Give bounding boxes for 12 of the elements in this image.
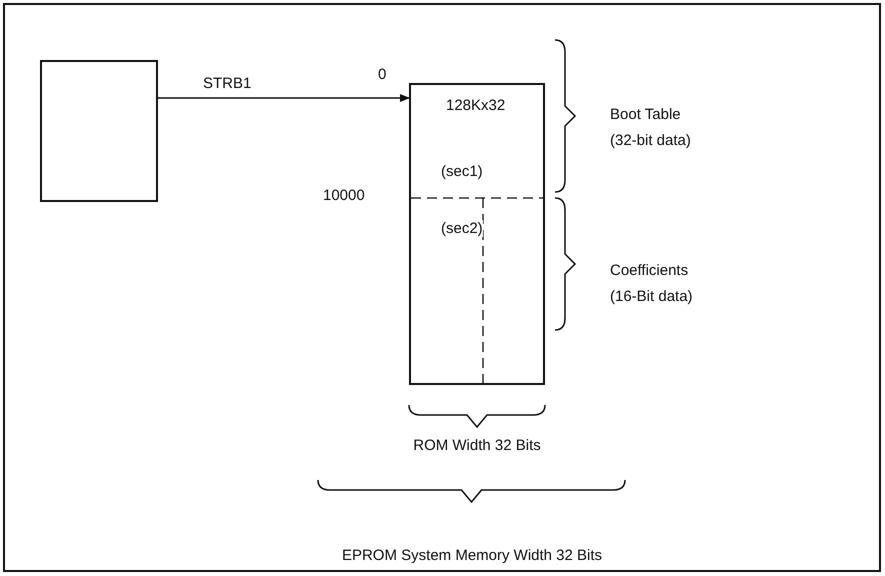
edge-label: STRB1: [203, 75, 252, 92]
section-label: (sec1): [441, 163, 483, 180]
address-label: 10000: [323, 187, 365, 204]
annotation-text: Boot Table (32-bit data): [610, 105, 692, 151]
annotation-text: EPROM System Memory Width 32 Bits: [340, 546, 604, 566]
arrow: [158, 94, 410, 102]
annotation-text: Coefficients (16-Bit data): [610, 261, 694, 307]
annotation-text: ROM Width 32 Bits: [412, 436, 542, 456]
memory-block: [409, 83, 545, 385]
block-box: [40, 60, 158, 202]
section-label: (sec2): [441, 220, 483, 237]
address-label: 0: [378, 66, 386, 83]
